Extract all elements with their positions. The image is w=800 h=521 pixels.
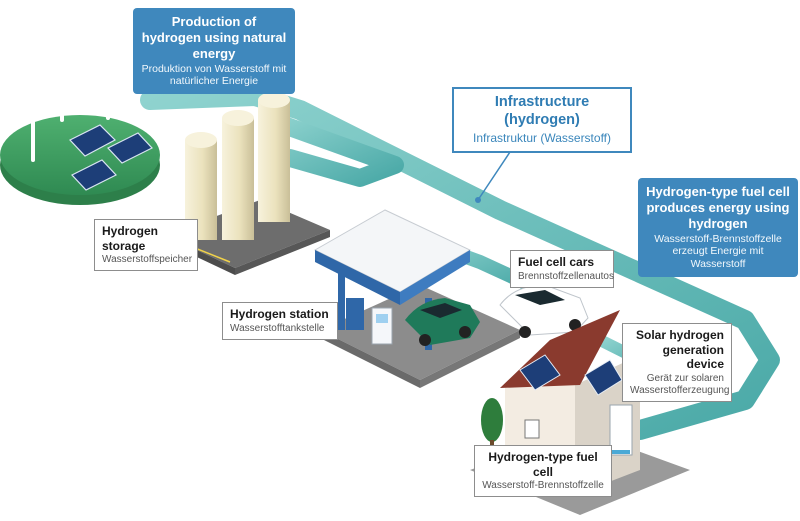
label-hydrogen-production-en: Production of hydrogen using natural ene… [141,14,287,61]
solar-panel-icon [69,124,153,191]
label-hydrogen-production: Production of hydrogen using natural ene… [133,8,295,95]
label-fuel-cell-cars-en: Fuel cell cars [518,255,595,269]
label-solar-hydrogen-device: Solar hydrogen generation device Gerät z… [622,323,732,403]
label-infrastructure-en: Infrastructure (hydrogen) [494,94,590,128]
hydrogen-station [313,209,520,388]
gas-pump-icon [346,298,393,345]
label-fuel-cell-energy: Hydrogen-type fuel cell produces energy … [638,178,798,277]
label-fuel-cell-cars-de: Brennstoffzellenautos [518,270,614,282]
label-fuel-cell-energy-de: Wasserstoff-Brennstoffzelle erzeugt Ener… [654,232,782,271]
label-solar-hydrogen-device-en: Solar hydrogen generation device [635,328,724,372]
infrastructure-leader-dot [475,197,481,203]
tree-icon [481,398,503,452]
label-hydrogen-station: Hydrogen station Wasserstofftankstelle [222,302,338,340]
label-hydrogen-production-de: Produktion von Wasserstoff mit natürlich… [141,62,287,88]
label-home-fuel-cell: Hydrogen-type fuel cell Wasserstoff-Bren… [474,445,612,498]
label-fuel-cell-energy-en: Hydrogen-type fuel cell produces energy … [646,184,790,231]
energy-island [0,115,160,205]
label-hydrogen-station-de: Wasserstofftankstelle [230,322,325,334]
label-hydrogen-storage: Hydrogen storage Wasserstoffspeicher [94,219,198,272]
label-home-fuel-cell-de: Wasserstoff-Brennstoffzelle [482,480,604,492]
wind-turbine-icon [13,34,123,162]
label-infrastructure-de: Infrastruktur (Wasserstoff) [472,131,612,146]
label-home-fuel-cell-en: Hydrogen-type fuel cell [488,450,598,479]
label-fuel-cell-cars: Fuel cell cars Brennstoffzellenautos [510,250,614,288]
label-hydrogen-station-en: Hydrogen station [230,307,329,321]
car-icon [405,284,589,346]
label-hydrogen-storage-en: Hydrogen storage [102,224,159,253]
label-infrastructure: Infrastructure (hydrogen) Infrastruktur … [452,87,632,153]
hydrogen-tank-icon [185,92,290,240]
label-hydrogen-storage-de: Wasserstoffspeicher [102,254,193,266]
label-solar-hydrogen-device-de: Gerät zur solaren Wasserstofferzeugung [630,372,730,397]
infrastructure-leader-line [477,151,511,201]
